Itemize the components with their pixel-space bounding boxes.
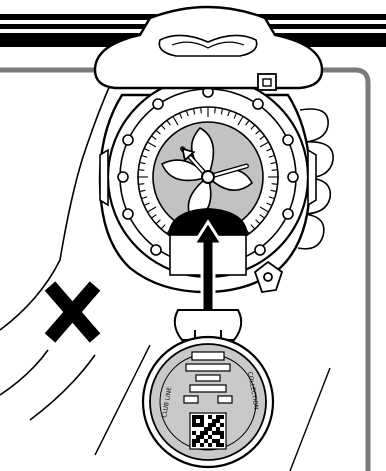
qr-module <box>204 439 208 443</box>
hand-outline <box>0 84 334 421</box>
dial-tick <box>259 214 265 219</box>
qr-module <box>208 415 212 419</box>
dial-tick <box>255 219 261 225</box>
qr-module <box>212 439 216 443</box>
qr-module <box>196 415 200 419</box>
qr-module <box>196 435 200 439</box>
dial-tick <box>266 148 273 152</box>
qr-module <box>216 419 220 423</box>
qr-module <box>192 443 196 447</box>
dial-tick <box>214 107 216 114</box>
qr-module <box>216 443 220 447</box>
dial-tick <box>245 120 250 126</box>
qr-module <box>192 439 196 443</box>
qr-code-icon <box>189 412 227 450</box>
qr-module <box>220 423 224 427</box>
qr-module <box>200 415 204 419</box>
panel-outline <box>0 67 371 471</box>
dial-tick <box>139 161 146 165</box>
qr-module <box>192 419 196 423</box>
hour-hand-tip <box>181 147 196 162</box>
dial-tick <box>227 110 231 117</box>
dial-tick <box>200 107 202 114</box>
dial-tick <box>270 161 277 165</box>
dial-tick <box>151 135 157 140</box>
dial-tick <box>259 206 269 213</box>
dial-tick <box>220 108 224 115</box>
qr-module <box>208 443 212 447</box>
qr-module <box>212 419 216 423</box>
qr-module <box>220 435 224 439</box>
dial-tick <box>266 202 273 206</box>
side-grips <box>99 148 317 207</box>
qr-module <box>208 435 212 439</box>
dial-tick <box>138 169 145 171</box>
cross-mark-icon <box>44 281 101 343</box>
dial-tick <box>271 169 278 171</box>
qr-module <box>196 423 200 427</box>
dial-tick <box>141 196 148 200</box>
dial-tick <box>172 116 179 126</box>
qr-module <box>216 427 220 431</box>
qr-module <box>216 415 220 419</box>
dial-tick <box>237 116 244 126</box>
medal-blocks <box>183 351 233 404</box>
dial-tick <box>155 129 161 135</box>
dial-tick <box>143 202 150 206</box>
dial-tick <box>143 148 150 152</box>
dial-tick <box>155 219 161 225</box>
dial-tick <box>160 224 166 230</box>
guide-lines <box>94 344 331 471</box>
qr-module <box>200 443 204 447</box>
qr-module <box>220 443 224 447</box>
dial-tick <box>270 189 277 193</box>
dial-tick <box>151 214 157 219</box>
qr-module <box>200 431 204 435</box>
dial-tick <box>268 154 275 158</box>
qr-module <box>204 427 208 431</box>
dial-tick <box>147 206 157 213</box>
qr-module <box>204 431 208 435</box>
dial-tick <box>185 110 189 117</box>
dial-tick <box>250 224 256 230</box>
dial-tick <box>192 108 196 115</box>
qr-module <box>200 419 204 423</box>
dial-tick <box>250 124 256 130</box>
dial-tick <box>259 141 269 148</box>
heart-emblem <box>158 34 258 57</box>
bezel-bolts <box>117 86 299 256</box>
qr-module <box>200 435 204 439</box>
qr-module <box>200 423 204 427</box>
qr-module <box>216 439 220 443</box>
qr-module <box>208 423 212 427</box>
dial-tick <box>268 196 275 200</box>
bottom-clasp <box>253 260 284 293</box>
dial-tick <box>271 183 278 185</box>
qr-module <box>196 439 200 443</box>
hand-pivot <box>201 170 215 184</box>
medal-coin: CLUB LINE COLLECTION <box>141 335 275 469</box>
qr-module <box>192 431 196 435</box>
dial-tick <box>166 120 171 126</box>
qr-module <box>192 423 196 427</box>
qr-module <box>220 431 224 435</box>
qr-module <box>220 415 224 419</box>
qr-module <box>212 431 216 435</box>
qr-module <box>208 427 212 431</box>
dial-tick <box>138 183 145 185</box>
qr-module <box>216 431 220 435</box>
dial-tick <box>179 112 183 119</box>
qr-module <box>212 423 216 427</box>
top-lid <box>93 5 324 91</box>
qr-module <box>192 415 196 419</box>
dial-tick <box>139 189 146 193</box>
dial-tick <box>259 135 265 140</box>
dial-tick <box>160 124 166 130</box>
dial-tick <box>147 141 157 148</box>
dial-tick <box>141 154 148 158</box>
dial-tick <box>255 129 261 135</box>
dial-tick <box>233 112 237 119</box>
